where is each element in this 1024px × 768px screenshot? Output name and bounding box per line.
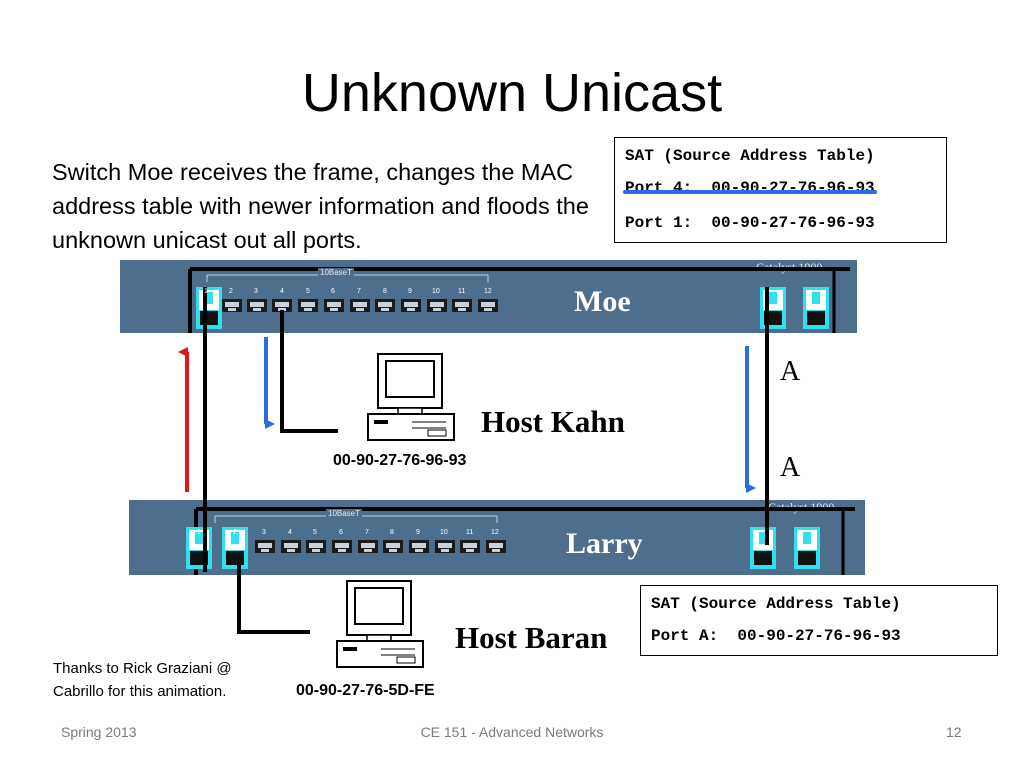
footer-date: Spring 2013 — [61, 724, 137, 740]
host-kahn-label: Host Kahn — [481, 404, 625, 439]
port-number: 5 — [313, 529, 317, 536]
sat-entry: Port A: 00-90-27-76-96-93 — [651, 627, 901, 645]
port-number: 6 — [331, 288, 335, 295]
footer-page-number: 12 — [946, 724, 962, 740]
link-label-bottom: A — [780, 452, 801, 483]
switch-moe-label: Moe — [574, 285, 631, 318]
sat-old-entry: Port 4: 00-90-27-76-96-93 — [625, 179, 875, 197]
switch-larry-ports — [186, 527, 820, 569]
slide-description: Switch Moe receives the frame, changes t… — [52, 159, 589, 253]
host-baran-label: Host Baran — [455, 620, 608, 655]
port-number: 4 — [288, 529, 292, 536]
sat-table-larry: SAT (Source Address Table) Port A: 00-90… — [640, 585, 998, 656]
switch-moe-frame — [188, 267, 850, 333]
port-number: 1 — [197, 529, 201, 536]
port-number: 1 — [204, 288, 208, 295]
credits: Thanks to Rick Graziani @ Cabrillo for t… — [53, 657, 232, 703]
port-number: 8 — [390, 529, 394, 536]
port-number: 3 — [262, 529, 266, 536]
cables — [203, 287, 769, 634]
host-kahn-mac: 00-90-27-76-96-93 — [333, 452, 467, 469]
link-label-top: A — [780, 356, 801, 387]
port-number: 10 — [432, 288, 440, 295]
footer-course: CE 151 - Advanced Networks — [420, 724, 604, 740]
host-baran-computer-icon — [336, 580, 424, 668]
switch-moe-bus-label: 10BaseT — [318, 268, 355, 277]
port-number: 9 — [416, 529, 420, 536]
port-number: 10 — [440, 529, 448, 536]
sat-header: SAT (Source Address Table) — [625, 147, 875, 165]
sat-table-moe: SAT (Source Address Table) Port 4: 00-90… — [614, 137, 947, 243]
switch-larry — [129, 500, 865, 575]
port-number: 11 — [458, 288, 466, 295]
port-number: 12 — [484, 288, 492, 295]
slide-title: Unknown Unicast — [301, 63, 723, 123]
switch-moe — [120, 260, 857, 333]
port-number: 8 — [383, 288, 387, 295]
port-number: 7 — [357, 288, 361, 295]
port-number: 12 — [491, 529, 499, 536]
host-baran-mac: 00-90-27-76-5D-FE — [296, 682, 435, 699]
port-number: 5 — [306, 288, 310, 295]
sat-new-entry: Port 1: 00-90-27-76-96-93 — [625, 214, 875, 232]
credits-line-1: Thanks to Rick Graziani @ — [53, 660, 232, 677]
host-kahn-computer-icon — [367, 353, 455, 441]
port-number: 2 — [233, 529, 237, 536]
credits-line-2: Cabrillo for this animation. — [53, 683, 227, 700]
switch-larry-label: Larry — [566, 527, 643, 560]
switch-larry-bus-label: 10BaseT — [326, 509, 363, 518]
port-number: 2 — [229, 288, 233, 295]
port-number: 11 — [466, 529, 474, 536]
port-number: 7 — [365, 529, 369, 536]
port-number: 4 — [280, 288, 284, 295]
switch-moe-ports — [196, 287, 829, 329]
port-number: 9 — [408, 288, 412, 295]
port-number: 6 — [339, 529, 343, 536]
port-number: 3 — [254, 288, 258, 295]
sat-header: SAT (Source Address Table) — [651, 595, 901, 613]
